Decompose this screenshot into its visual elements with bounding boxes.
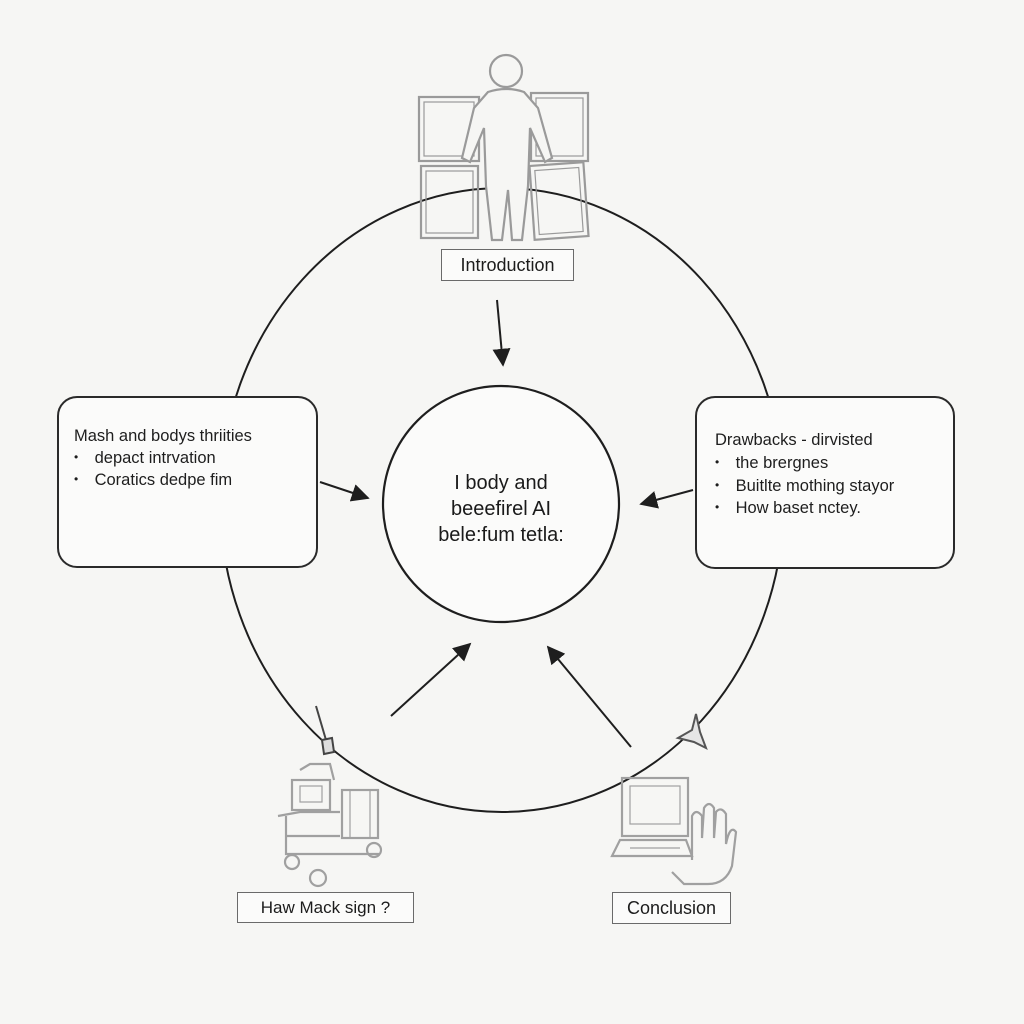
cart-icon — [277, 762, 383, 888]
right-card-bullet-1: the brergnes — [715, 454, 829, 473]
right-card-bullet-3: How baset nctey. — [715, 499, 861, 518]
right-card-bullet-1-text: the brergnes — [735, 454, 829, 472]
introduction-label-box: Introduction — [441, 249, 574, 281]
conclusion-label-box: Conclusion — [612, 892, 731, 924]
bottom-left-label-box: Haw Mack sign ? — [237, 892, 414, 923]
bird-icon — [675, 713, 708, 751]
conclusion-label: Conclusion — [626, 897, 717, 918]
left-card-bullet-2: Coratics dedpe fim — [74, 471, 233, 490]
right-card-heading: Drawbacks - dirvisted — [715, 431, 873, 449]
center-line-1: I body and — [454, 472, 548, 494]
center-line-2: beeefirel AI — [450, 498, 552, 520]
pencil-icon — [315, 705, 336, 756]
computer-hand-icon — [610, 776, 738, 886]
person-with-panels-icon — [417, 53, 590, 242]
right-card-bullet-2: Buitlte mothing stayor — [715, 477, 895, 496]
center-circle — [381, 384, 621, 624]
left-card-bullet-1: depact intrvation — [74, 449, 216, 468]
arrow-from-right-card — [639, 489, 694, 509]
bottom-left-label: Haw Mack sign ? — [260, 897, 391, 917]
right-card: Drawbacks - dirvisted the brergnes Buitl… — [695, 396, 955, 569]
left-card-bullet-2-text: Coratics dedpe fim — [94, 471, 233, 489]
arrow-from-conclusion — [546, 645, 632, 748]
arrow-from-introduction — [492, 299, 511, 367]
right-card-bullet-3-text: How baset nctey. — [735, 499, 861, 517]
arrow-from-left-card — [319, 481, 370, 502]
right-card-bullet-2-text: Buitlte mothing stayor — [735, 477, 895, 495]
center-node-text: I body and beeefirel AI bele:fum tetla: — [384, 470, 618, 548]
left-card: Mash and bodys thriities depact intrvati… — [57, 396, 318, 568]
center-line-3: bele:fum tetla: — [438, 524, 564, 546]
introduction-label: Introduction — [460, 254, 555, 275]
left-card-heading: Mash and bodys thriities — [74, 427, 252, 445]
arrow-from-bottom-left — [390, 642, 472, 717]
left-card-bullet-1-text: depact intrvation — [94, 449, 216, 467]
